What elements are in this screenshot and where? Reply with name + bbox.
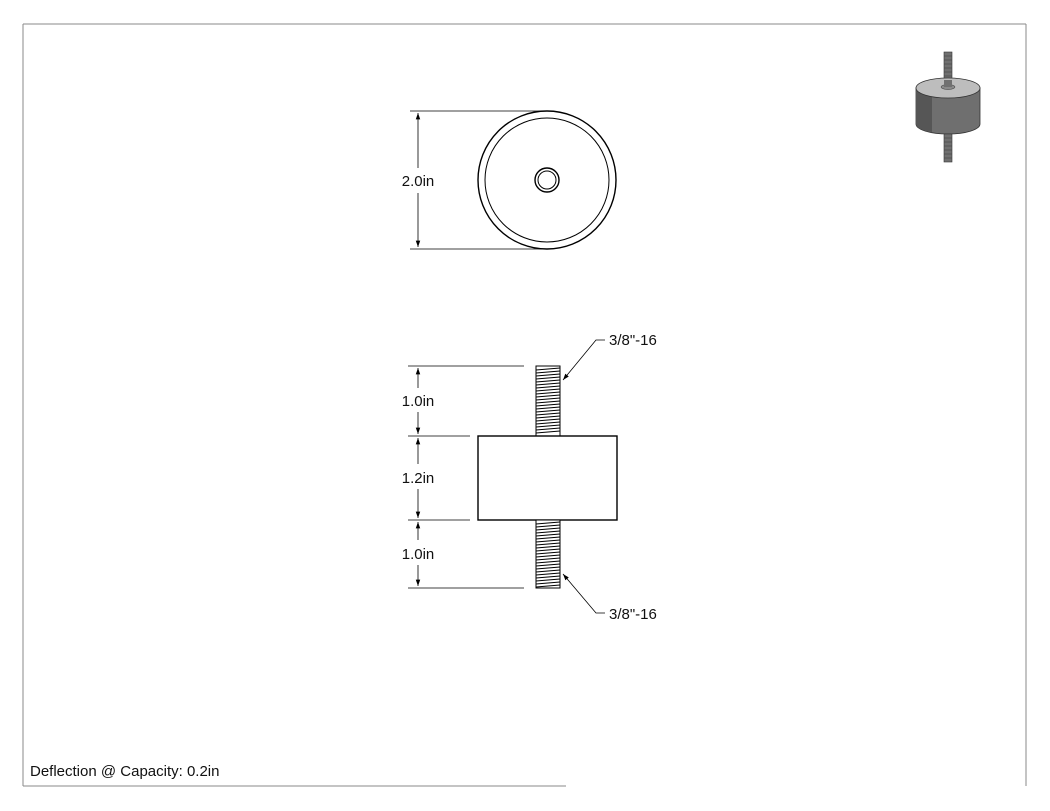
thread-line xyxy=(535,370,561,374)
top-view-stud-hole xyxy=(534,167,560,193)
thread-line xyxy=(535,400,561,404)
thread-line xyxy=(535,403,561,407)
thread-line xyxy=(535,388,561,392)
thread-line xyxy=(535,415,561,419)
body-height-label: 1.2in xyxy=(402,470,435,487)
deflection-note: Deflection @ Capacity: 0.2in xyxy=(30,763,220,780)
thread-line xyxy=(535,391,561,395)
thread-line xyxy=(535,409,561,413)
thread-line xyxy=(535,424,561,428)
thread-line xyxy=(535,557,561,561)
thread-line xyxy=(535,578,561,582)
mount-body xyxy=(477,435,618,521)
side-view: 1.0in 1.2in 1.0in 3/8"-16 3/8"-16 xyxy=(402,332,657,623)
thread-line xyxy=(535,539,561,543)
thread-line xyxy=(535,551,561,555)
thread-line xyxy=(535,430,561,434)
isometric-preview xyxy=(915,51,981,163)
thread-line xyxy=(535,427,561,431)
thread-line xyxy=(535,542,561,546)
thread-line xyxy=(535,533,561,537)
thread-line xyxy=(535,554,561,558)
diameter-dimension xyxy=(410,110,545,250)
thread-line xyxy=(535,581,561,585)
bottom-threaded-stud xyxy=(535,519,561,589)
thread-line xyxy=(535,521,561,525)
thread-line xyxy=(535,412,561,416)
bottom-stud-length-label: 1.0in xyxy=(402,546,435,563)
diameter-label: 2.0in xyxy=(402,173,435,190)
thread-line xyxy=(535,385,561,389)
top-view: 2.0in xyxy=(402,110,617,250)
thread-line xyxy=(535,421,561,425)
thread-line xyxy=(535,584,561,588)
thread-line xyxy=(535,545,561,549)
sheet-border xyxy=(22,23,1027,787)
thread-line xyxy=(535,367,561,371)
thread-line xyxy=(535,569,561,573)
top-thread-callout: 3/8"-16 xyxy=(609,332,657,349)
thread-line xyxy=(535,376,561,380)
top-thread-leader xyxy=(562,339,605,381)
thread-line xyxy=(535,382,561,386)
thread-line xyxy=(535,527,561,531)
thread-line xyxy=(535,418,561,422)
thread-line xyxy=(535,560,561,564)
thread-line xyxy=(535,536,561,540)
bottom-thread-leader xyxy=(562,573,605,614)
thread-line xyxy=(535,572,561,576)
side-extension-lines xyxy=(408,365,524,589)
thread-line xyxy=(535,563,561,567)
thread-line xyxy=(535,373,561,377)
thread-line xyxy=(535,397,561,401)
thread-line xyxy=(535,575,561,579)
thread-line xyxy=(535,394,561,398)
bottom-thread-callout: 3/8"-16 xyxy=(609,606,657,623)
top-threaded-stud xyxy=(535,365,561,437)
top-stud-length-label: 1.0in xyxy=(402,393,435,410)
thread-line xyxy=(535,406,561,410)
thread-line xyxy=(535,548,561,552)
thread-line xyxy=(535,379,561,383)
thread-line xyxy=(535,524,561,528)
thread-line xyxy=(535,566,561,570)
thread-line xyxy=(535,530,561,534)
